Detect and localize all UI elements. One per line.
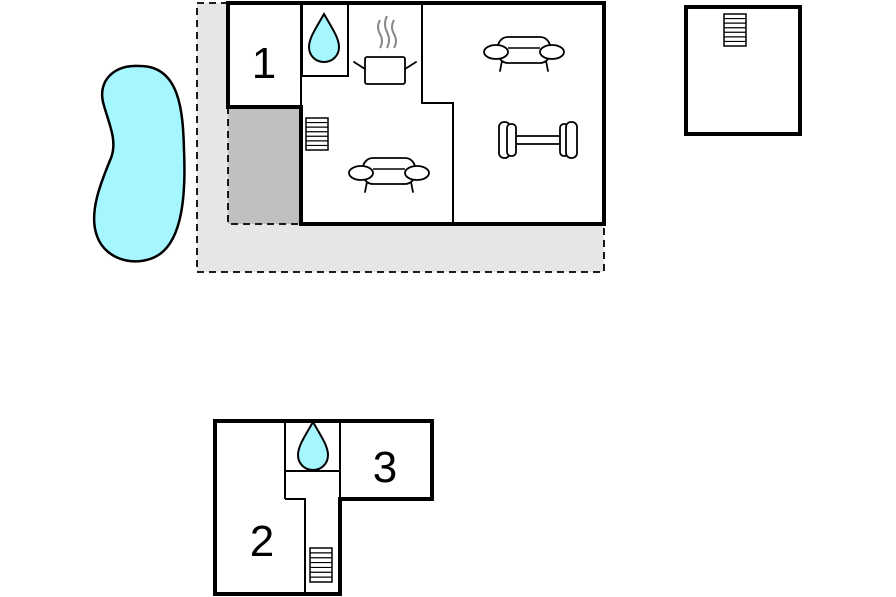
terrace-area	[197, 3, 604, 272]
sofa-icon	[348, 157, 430, 193]
dumbbell-icon	[498, 121, 578, 159]
stairs-icon	[309, 547, 333, 583]
upper-floor-building	[213, 419, 434, 596]
covered-area	[228, 107, 301, 224]
sofa-icon	[483, 36, 565, 72]
ground-floor-building	[226, 1, 606, 226]
room-1-label: 1	[252, 39, 276, 88]
water-drop-icon	[307, 11, 341, 64]
pool	[92, 64, 186, 263]
water-drop-icon	[296, 419, 330, 472]
room-3-label: 3	[373, 443, 397, 492]
cooking-pot-icon	[353, 15, 417, 85]
covered-area-dashed-outline	[227, 107, 301, 225]
stairs-icon	[723, 13, 747, 47]
room-2-label: 2	[250, 517, 274, 566]
annex-building	[684, 5, 802, 136]
terrace-dashed-outline	[196, 2, 605, 273]
stairs-icon	[305, 117, 329, 151]
